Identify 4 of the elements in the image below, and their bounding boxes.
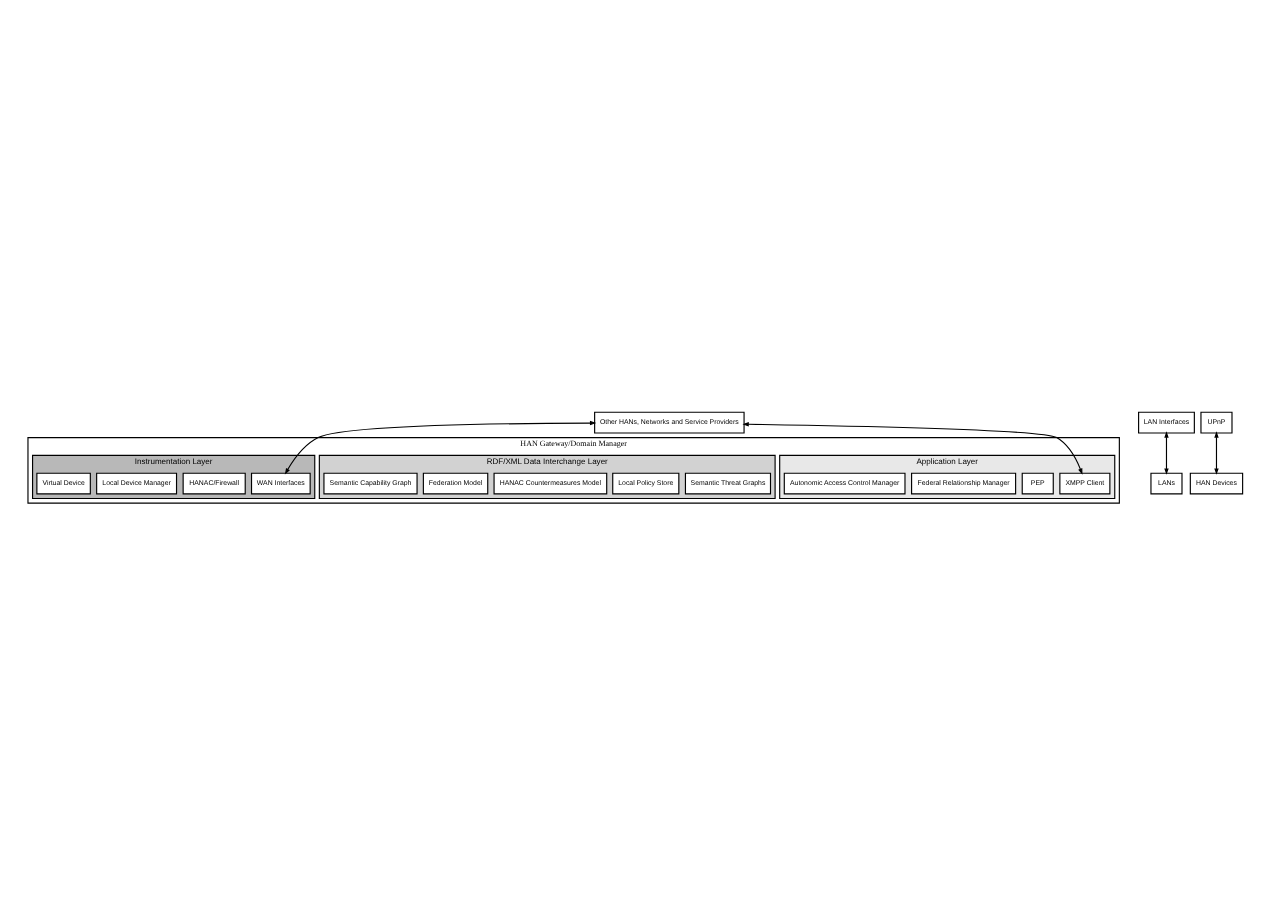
arrow: [1164, 431, 1169, 475]
arrow: [1214, 431, 1219, 475]
arrow: [284, 420, 597, 475]
arrow: [742, 422, 1083, 475]
